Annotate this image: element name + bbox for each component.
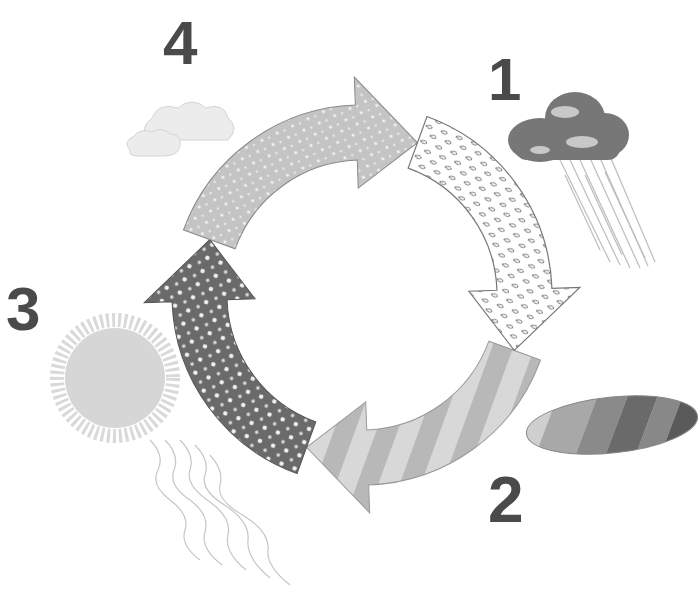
callout-number-holder: 2: [488, 468, 524, 532]
cycle-arrow: [107, 40, 617, 550]
rain-cloud: [508, 92, 655, 268]
callout-number: 1: [488, 50, 521, 110]
callout-number-holder: 4: [163, 12, 197, 74]
arrow-segment-vapour: [183, 40, 431, 295]
callout-number: 3: [6, 278, 40, 340]
callout-number-holder: 1: [488, 50, 521, 110]
callout-number: 4: [163, 12, 197, 74]
faint-clouds: [127, 102, 234, 156]
vapour-lines: [150, 440, 290, 585]
sun: [57, 320, 173, 436]
ground-layers: [520, 388, 700, 470]
callout-number-holder: 3: [6, 278, 40, 340]
callout-number: 2: [488, 468, 524, 532]
